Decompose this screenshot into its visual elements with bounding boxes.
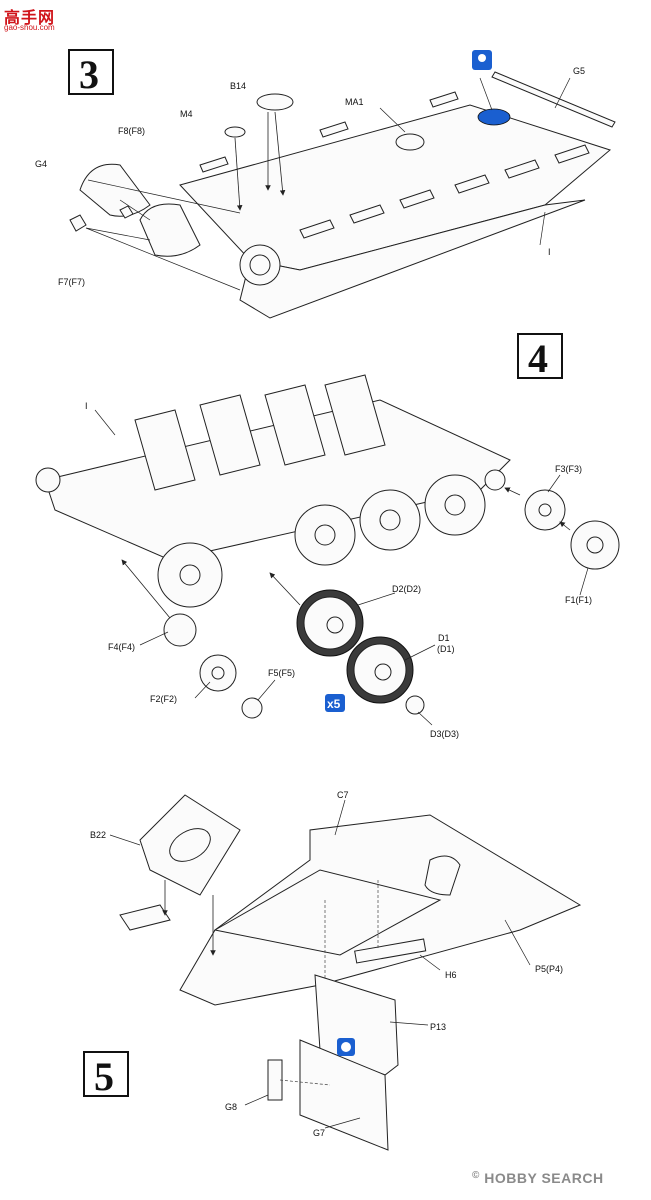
hatch-MA1 bbox=[395, 133, 425, 151]
hobby-search-text: HOBBY SEARCH bbox=[484, 1170, 604, 1186]
label-B22: B22 bbox=[90, 830, 106, 840]
rail-G5 bbox=[491, 71, 616, 128]
step-4-box bbox=[517, 333, 563, 379]
step-3-box bbox=[68, 49, 114, 95]
label-F2: F2(F2) bbox=[150, 694, 177, 704]
quantity-x5-icon bbox=[325, 694, 345, 712]
copyright-symbol: © bbox=[472, 1170, 480, 1181]
label-G5: G5 bbox=[573, 66, 585, 76]
label-D3: D3(D3) bbox=[430, 729, 459, 739]
part-F8 bbox=[119, 205, 134, 219]
idler-hub-F4 bbox=[163, 613, 197, 647]
mounted-road-wheels bbox=[35, 467, 506, 608]
cap-M4 bbox=[224, 126, 246, 138]
label-D1-paren: (D1) bbox=[437, 644, 455, 654]
step-3-number: 3 bbox=[79, 52, 99, 97]
fender-brackets bbox=[134, 374, 386, 491]
label-P13: P13 bbox=[430, 1022, 446, 1032]
site-watermark-logo: 高手网 gao-shou.com bbox=[4, 4, 74, 36]
suspension-arms bbox=[199, 91, 590, 239]
label-F8: F8(F8) bbox=[118, 126, 145, 136]
final-drive-housing bbox=[139, 203, 201, 257]
idler-cap-F5 bbox=[241, 697, 263, 719]
plate-P13 bbox=[314, 974, 399, 1076]
part-F7 bbox=[69, 214, 87, 232]
hatch-opening bbox=[424, 855, 461, 896]
step-5-number: 5 bbox=[94, 1054, 114, 1099]
label-I-step3: I bbox=[548, 247, 551, 257]
hull-floor-plate-I bbox=[239, 199, 586, 319]
cap-B14 bbox=[256, 93, 294, 111]
label-P5: P5(P4) bbox=[535, 964, 563, 974]
label-D1: D1 bbox=[438, 633, 450, 643]
step-3-group: 3 bbox=[35, 49, 616, 319]
step-5-group: 5 C7 B22 H6 P5(P4) P13 G8 G7 bbox=[83, 790, 582, 1151]
label-MA1: MA1 bbox=[345, 97, 364, 107]
step-4-group: 4 bbox=[35, 333, 620, 739]
label-F3: F3(F3) bbox=[555, 464, 582, 474]
hobby-search-watermark: © HOBBY SEARCH bbox=[472, 1170, 648, 1192]
wheel-cap-D3 bbox=[405, 695, 425, 715]
step-4-number: 4 bbox=[528, 336, 548, 381]
label-G8: G8 bbox=[225, 1102, 237, 1112]
part-G8 bbox=[267, 1059, 283, 1101]
label-D2: D2(D2) bbox=[392, 584, 421, 594]
engine-deck bbox=[213, 869, 442, 956]
label-F7: F7(F7) bbox=[58, 277, 85, 287]
label-C7: C7 bbox=[337, 790, 349, 800]
label-H6: H6 bbox=[445, 970, 457, 980]
label-I-step4: I bbox=[85, 401, 88, 411]
label-B14: B14 bbox=[230, 81, 246, 91]
glacis-piece bbox=[119, 904, 171, 931]
label-G4: G4 bbox=[35, 159, 47, 169]
plate-G7 bbox=[299, 1039, 389, 1151]
label-F4: F4(F4) bbox=[108, 642, 135, 652]
final-drive-housing-G4 bbox=[79, 163, 151, 217]
grille-H6 bbox=[354, 938, 427, 964]
quantity-x5-text: x5 bbox=[327, 697, 341, 711]
watermark-domain: gao-shou.com bbox=[4, 23, 55, 32]
label-M4: M4 bbox=[180, 109, 193, 119]
highlight-hatch bbox=[477, 108, 511, 126]
label-G7: G7 bbox=[313, 1128, 325, 1138]
step-5-box bbox=[83, 1051, 129, 1097]
label-F5: F5(F5) bbox=[268, 668, 295, 678]
label-F1: F1(F1) bbox=[565, 595, 592, 605]
watermark-brand: 高手网 bbox=[4, 10, 56, 27]
